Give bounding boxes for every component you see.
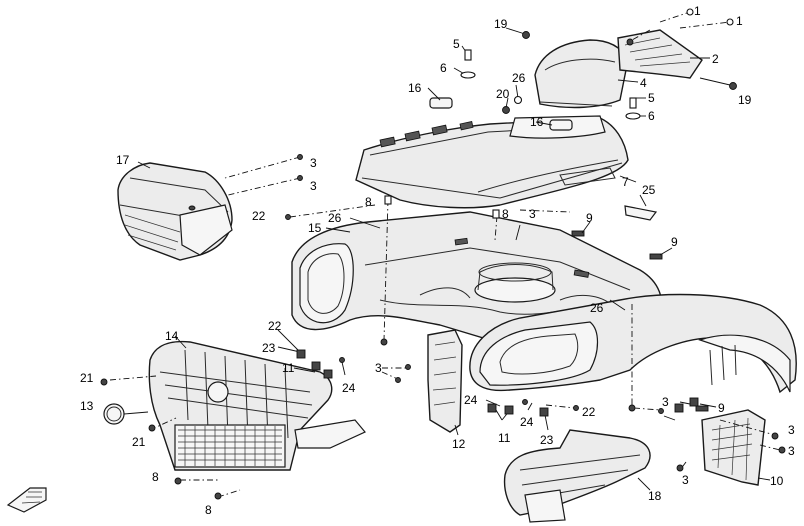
callout-19b: 19 bbox=[738, 93, 752, 107]
callout-26c: 26 bbox=[590, 301, 604, 315]
callout-8d: 8 bbox=[205, 503, 212, 517]
callout-2: 2 bbox=[712, 52, 719, 66]
callout-20: 20 bbox=[496, 87, 510, 101]
callout-23a: 23 bbox=[262, 341, 276, 355]
part-18-footrest bbox=[503, 429, 651, 523]
callout-17: 17 bbox=[116, 153, 130, 167]
callout-3e: 3 bbox=[662, 395, 669, 409]
callout-11b: 11 bbox=[498, 431, 511, 445]
callout-25: 25 bbox=[642, 183, 656, 197]
callout-6a: 6 bbox=[440, 61, 447, 75]
callout-8a: 8 bbox=[365, 195, 372, 209]
callout-6b: 6 bbox=[648, 109, 655, 123]
callout-10: 10 bbox=[770, 474, 784, 488]
callout-24b: 24 bbox=[464, 393, 478, 407]
callout-26a: 26 bbox=[512, 71, 526, 85]
front-direction-arrow bbox=[6, 487, 47, 513]
callout-3g: 3 bbox=[788, 444, 795, 458]
part-4-top-panel bbox=[534, 39, 629, 109]
callout-13: 13 bbox=[80, 399, 94, 413]
callout-1b: 1 bbox=[736, 14, 743, 28]
callout-16a: 16 bbox=[408, 81, 422, 95]
callout-9a: 9 bbox=[586, 211, 593, 225]
callout-15: 15 bbox=[308, 221, 322, 235]
callout-3d: 3 bbox=[375, 361, 382, 375]
part-14-front-grille bbox=[148, 340, 366, 471]
callout-5b: 5 bbox=[648, 91, 655, 105]
callout-labels: 1 1 2 3 3 3 3 3 3 3 3 4 5 5 6 6 7 8 8 8 … bbox=[80, 4, 795, 517]
callout-21a: 21 bbox=[80, 371, 94, 385]
part-10-side-grille bbox=[701, 409, 766, 486]
callout-11a: 11 bbox=[282, 361, 295, 375]
callout-9c: 9 bbox=[718, 401, 725, 415]
part-15-front-fender bbox=[291, 211, 663, 341]
callout-3a: 3 bbox=[310, 156, 317, 170]
callout-8c: 8 bbox=[152, 470, 159, 484]
callout-5a: 5 bbox=[453, 37, 460, 51]
part-17-side-box bbox=[117, 162, 233, 261]
callout-12: 12 bbox=[452, 437, 466, 451]
callout-14: 14 bbox=[165, 329, 179, 343]
part-13-emblem-ring bbox=[103, 403, 125, 425]
callout-22c: 22 bbox=[582, 405, 596, 419]
callout-19a: 19 bbox=[494, 17, 508, 31]
callout-22b: 22 bbox=[268, 319, 282, 333]
callout-3f: 3 bbox=[788, 423, 795, 437]
callout-18: 18 bbox=[648, 489, 662, 503]
callout-24a: 24 bbox=[342, 381, 356, 395]
callout-3c: 3 bbox=[529, 207, 536, 221]
part-7-top-cover bbox=[355, 115, 629, 209]
part-2-bracket bbox=[617, 29, 703, 79]
small-clips bbox=[429, 97, 709, 412]
callout-1a: 1 bbox=[694, 4, 701, 18]
callout-22a: 22 bbox=[252, 209, 266, 223]
callout-3b: 3 bbox=[310, 179, 317, 193]
callout-9b: 9 bbox=[671, 235, 678, 249]
fasteners bbox=[100, 8, 786, 500]
part-12-vertical-bracket bbox=[427, 329, 463, 433]
part-15-right-fender bbox=[469, 293, 797, 394]
callout-8b: 8 bbox=[502, 207, 509, 221]
callout-4: 4 bbox=[640, 76, 647, 90]
callout-3h: 3 bbox=[682, 473, 689, 487]
callout-24c: 24 bbox=[520, 415, 534, 429]
callout-21b: 21 bbox=[132, 435, 146, 449]
callout-7: 7 bbox=[622, 175, 629, 189]
callout-26b: 26 bbox=[328, 211, 342, 225]
callout-23b: 23 bbox=[540, 433, 554, 447]
callout-16b: 16 bbox=[530, 115, 544, 129]
